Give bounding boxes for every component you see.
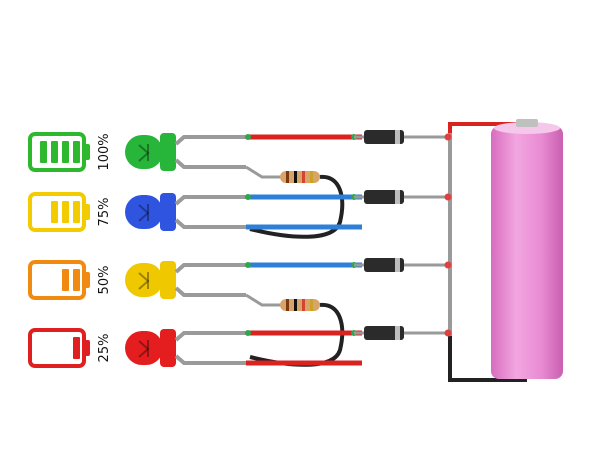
diode-body — [364, 258, 404, 272]
diode-band — [395, 130, 400, 144]
battery-bar — [73, 337, 80, 359]
positive-lead-wire — [448, 122, 527, 133]
led-rim — [160, 261, 176, 299]
led-rim — [160, 193, 176, 231]
resistor-band — [310, 299, 313, 311]
battery-terminal — [84, 272, 90, 288]
diode-band — [395, 258, 400, 272]
battery-bar — [73, 141, 80, 163]
battery-bar — [51, 201, 58, 223]
solder-joint — [245, 134, 251, 140]
resistor-band — [286, 171, 289, 183]
green-led — [125, 133, 176, 171]
led-anode-leg — [174, 135, 246, 146]
led-anode-leg — [174, 195, 246, 206]
battery-75-icon — [28, 192, 90, 232]
battery-bar — [62, 201, 69, 223]
percent-label: 75% — [97, 198, 112, 227]
led-dome — [125, 263, 163, 297]
blue-led — [125, 193, 176, 231]
diode-band — [395, 326, 400, 340]
battery-bar — [62, 269, 69, 291]
solder-joint — [245, 262, 251, 268]
resistor-band — [302, 299, 305, 311]
battery-terminal — [84, 204, 90, 220]
battery-full-icon — [28, 132, 90, 172]
led-anode-leg — [174, 263, 246, 274]
led-cathode-leg — [174, 218, 246, 229]
resistor-band — [286, 299, 289, 311]
diode-icon — [354, 326, 452, 340]
diode-icon — [354, 258, 452, 272]
resistor-band — [310, 171, 313, 183]
yellow-led — [125, 261, 176, 299]
solder-joint — [245, 330, 251, 336]
led-die — [138, 272, 150, 290]
diode-band — [395, 190, 400, 204]
battery-bar — [73, 269, 80, 291]
battery-bar — [73, 201, 80, 223]
rail-joint — [444, 193, 452, 201]
resistor-icon — [245, 293, 345, 367]
led-cathode-leg — [174, 286, 246, 297]
indicator-row: 25% — [28, 326, 452, 368]
resistor-band — [302, 171, 305, 183]
indicator-row: 75% — [28, 190, 452, 232]
diode-body — [364, 326, 404, 340]
indicator-row: 50% — [28, 258, 452, 367]
led-rim — [160, 133, 176, 171]
return-wire — [249, 174, 345, 239]
red-led — [125, 329, 176, 367]
led-anode-leg — [174, 331, 246, 342]
led-die — [138, 204, 150, 222]
led-die — [138, 144, 150, 162]
led-cathode-leg — [174, 158, 246, 169]
diode-icon — [354, 190, 452, 204]
resistor-lead — [245, 165, 282, 179]
battery-terminal — [84, 340, 90, 356]
percent-label: 50% — [97, 266, 112, 295]
battery-bar — [51, 141, 58, 163]
resistor-lead — [245, 293, 282, 307]
diode-body — [364, 130, 404, 144]
diode-body — [364, 190, 404, 204]
led-cathode-leg — [174, 354, 246, 365]
resistor-band — [294, 299, 297, 311]
rail-joint — [444, 133, 452, 141]
led-dome — [125, 135, 163, 169]
battery-bar — [62, 141, 69, 163]
battery-low-icon — [28, 328, 90, 368]
battery-bar — [40, 141, 47, 163]
diode-icon — [354, 130, 452, 144]
percent-label: 100% — [97, 133, 112, 170]
led-rim — [160, 329, 176, 367]
resistor-icon — [245, 165, 345, 239]
solder-joint — [245, 194, 251, 200]
negative-lead-wire — [448, 336, 527, 382]
led-dome — [125, 331, 163, 365]
battery-terminal — [84, 144, 90, 160]
led-dome — [125, 195, 163, 229]
indicator-row: 100% — [28, 130, 452, 239]
lithium-cell-icon — [491, 119, 563, 379]
rail-joint — [444, 329, 452, 337]
percent-label: 25% — [97, 334, 112, 363]
rail-joint — [444, 261, 452, 269]
battery-half-icon — [28, 260, 90, 300]
led-die — [138, 340, 150, 358]
resistor-band — [294, 171, 297, 183]
